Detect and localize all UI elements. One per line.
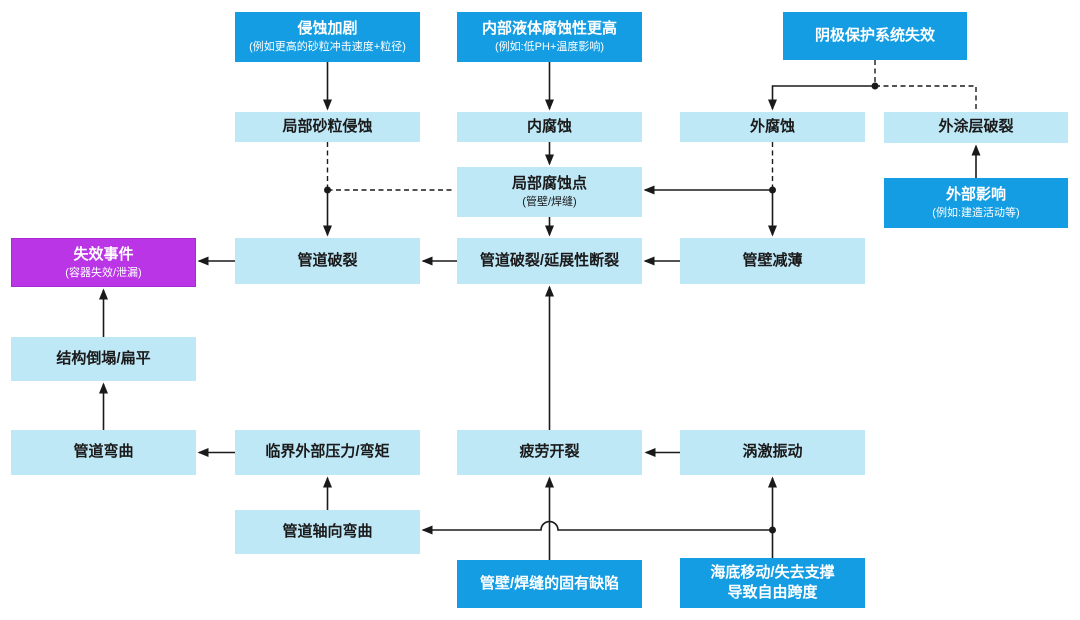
- junction-dot: [324, 186, 331, 194]
- node-sublabel: (例如更高的砂粒冲击速度+粒径): [249, 41, 406, 54]
- node-pipe-rupture-ductile: 管道破裂/延展性断裂: [457, 238, 642, 284]
- node-label: 管道轴向弯曲: [282, 522, 373, 540]
- node-label: 海底移动/失去支撑: [710, 563, 835, 581]
- node-structural-collapse: 结构倒塌/扁平: [11, 337, 196, 381]
- node-label: 失效事件: [73, 245, 134, 263]
- node-label: 管壁/焊缝的固有缺陷: [479, 574, 620, 592]
- node-label: 管道弯曲: [73, 443, 134, 461]
- node-internal-fluid-corrosivity: 内部液体腐蚀性更高 (例如:低PH+温度影响): [457, 12, 642, 62]
- node-pipe-bending: 管道弯曲: [11, 430, 196, 475]
- node-fatigue-cracking: 疲劳开裂: [457, 430, 642, 475]
- connector-cathodic-to-external-corrosion: [768, 85, 875, 111]
- node-external-impact: 外部影响 (例如:建造活动等): [884, 178, 1068, 228]
- node-external-coating-rupture: 外涂层破裂: [884, 112, 1068, 143]
- node-sublabel: (容器失效/泄漏): [65, 266, 142, 279]
- node-seabed-movement: 海底移动/失去支撑 导致自由跨度: [680, 558, 865, 608]
- node-label: 疲劳开裂: [519, 443, 580, 461]
- node-local-corrosion-spot: 局部腐蚀点 (管壁/焊缝): [457, 167, 642, 217]
- node-sublabel: (例如:低PH+温度影响): [494, 41, 605, 54]
- connector-dashed-cathodic-to-coating-rupture: [875, 85, 977, 111]
- junction-dot: [769, 526, 776, 534]
- node-label: 外部影响: [945, 186, 1006, 204]
- node-sublabel: (例如:建造活动等): [932, 207, 1020, 220]
- node-label: 临界外部压力/弯矩: [265, 443, 390, 461]
- node-label: 局部砂粒侵蚀: [282, 117, 373, 135]
- node-label: 内部液体腐蚀性更高: [481, 20, 617, 38]
- node-pipe-wall-thinning: 管壁减薄: [680, 238, 865, 284]
- node-label: 管道破裂/延展性断裂: [479, 251, 620, 269]
- node-label: 结构倒塌/扁平: [56, 349, 151, 367]
- node-label: 局部腐蚀点: [511, 175, 587, 193]
- node-label: 管道破裂: [297, 251, 358, 269]
- node-critical-external-pressure: 临界外部压力/弯矩: [235, 430, 420, 475]
- node-pipe-rupture: 管道破裂: [235, 238, 420, 284]
- node-sublabel: (管壁/焊缝): [522, 196, 577, 209]
- node-label: 侵蚀加剧: [297, 20, 358, 38]
- node-vortex-induced-vibration: 涡激振动: [680, 430, 865, 475]
- connector-seabed-junction-to-axial-bending: [421, 520, 773, 535]
- node-label: 管壁减薄: [742, 251, 803, 269]
- node-pipe-axial-bending: 管道轴向弯曲: [235, 510, 420, 554]
- junction-dot: [769, 186, 776, 194]
- node-label: 外涂层破裂: [938, 118, 1014, 136]
- node-cathodic-protection-failure: 阴极保护系统失效: [783, 12, 967, 60]
- node-label-line2: 导致自由跨度: [727, 584, 818, 601]
- junction-dot: [871, 82, 879, 90]
- node-inherent-defects: 管壁/焊缝的固有缺陷: [457, 560, 642, 608]
- node-erosion-aggravation: 侵蚀加剧 (例如更高的砂粒冲击速度+粒径): [235, 12, 420, 62]
- node-local-sand-erosion: 局部砂粒侵蚀: [235, 112, 420, 142]
- node-label: 外腐蚀: [749, 117, 795, 135]
- node-failure-event: 失效事件 (容器失效/泄漏): [11, 238, 196, 287]
- node-label: 内腐蚀: [526, 117, 572, 135]
- node-label: 阴极保护系统失效: [814, 26, 935, 44]
- node-external-corrosion: 外腐蚀: [680, 112, 865, 142]
- node-internal-corrosion: 内腐蚀: [457, 112, 642, 142]
- node-label: 涡激振动: [742, 443, 803, 461]
